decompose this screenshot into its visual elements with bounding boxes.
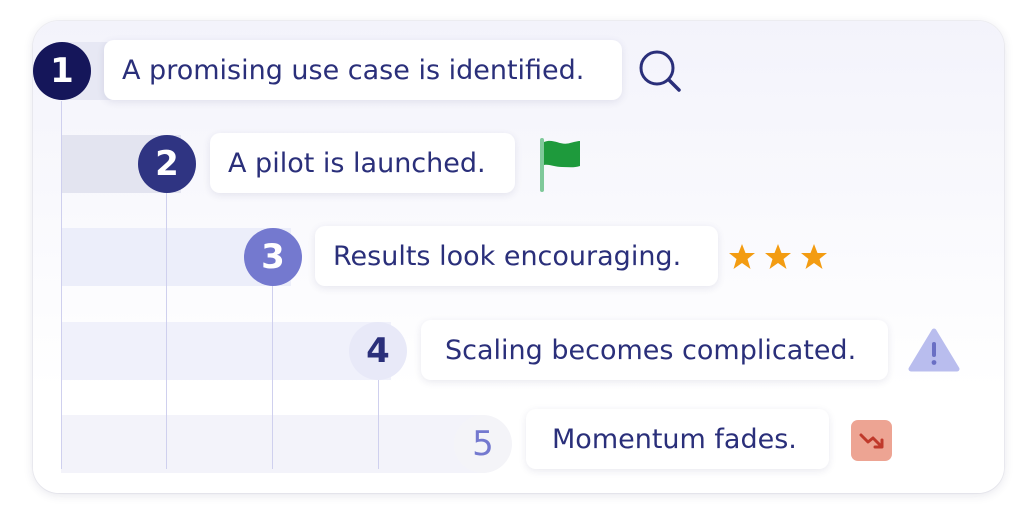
flag-icon	[538, 136, 584, 192]
step-label-3: Results look encouraging.	[315, 226, 718, 286]
warning-icon	[908, 327, 960, 373]
step-number-1: 1	[33, 42, 91, 100]
step-number-5: 5	[454, 415, 512, 473]
step-number-3: 3	[244, 228, 302, 286]
step-number-2: 2	[138, 135, 196, 193]
three-stars-icon	[726, 241, 834, 273]
step-label-5: Momentum fades.	[526, 409, 829, 469]
step-label-4: Scaling becomes complicated.	[421, 320, 888, 380]
step-label-1: A promising use case is identified.	[104, 40, 622, 100]
step-band-5	[61, 415, 481, 473]
search-icon	[635, 46, 685, 96]
step-band-4	[61, 322, 391, 380]
connector-line-2	[166, 193, 167, 469]
step-label-2: A pilot is launched.	[210, 133, 515, 193]
connector-line-3	[272, 286, 273, 469]
connector-line-1	[61, 101, 62, 469]
trend-down-icon	[851, 420, 892, 461]
step-number-4: 4	[349, 322, 407, 380]
descending-steps-card: 1 A promising use case is identified. 2 …	[33, 21, 1004, 493]
connector-line-4	[378, 379, 379, 469]
